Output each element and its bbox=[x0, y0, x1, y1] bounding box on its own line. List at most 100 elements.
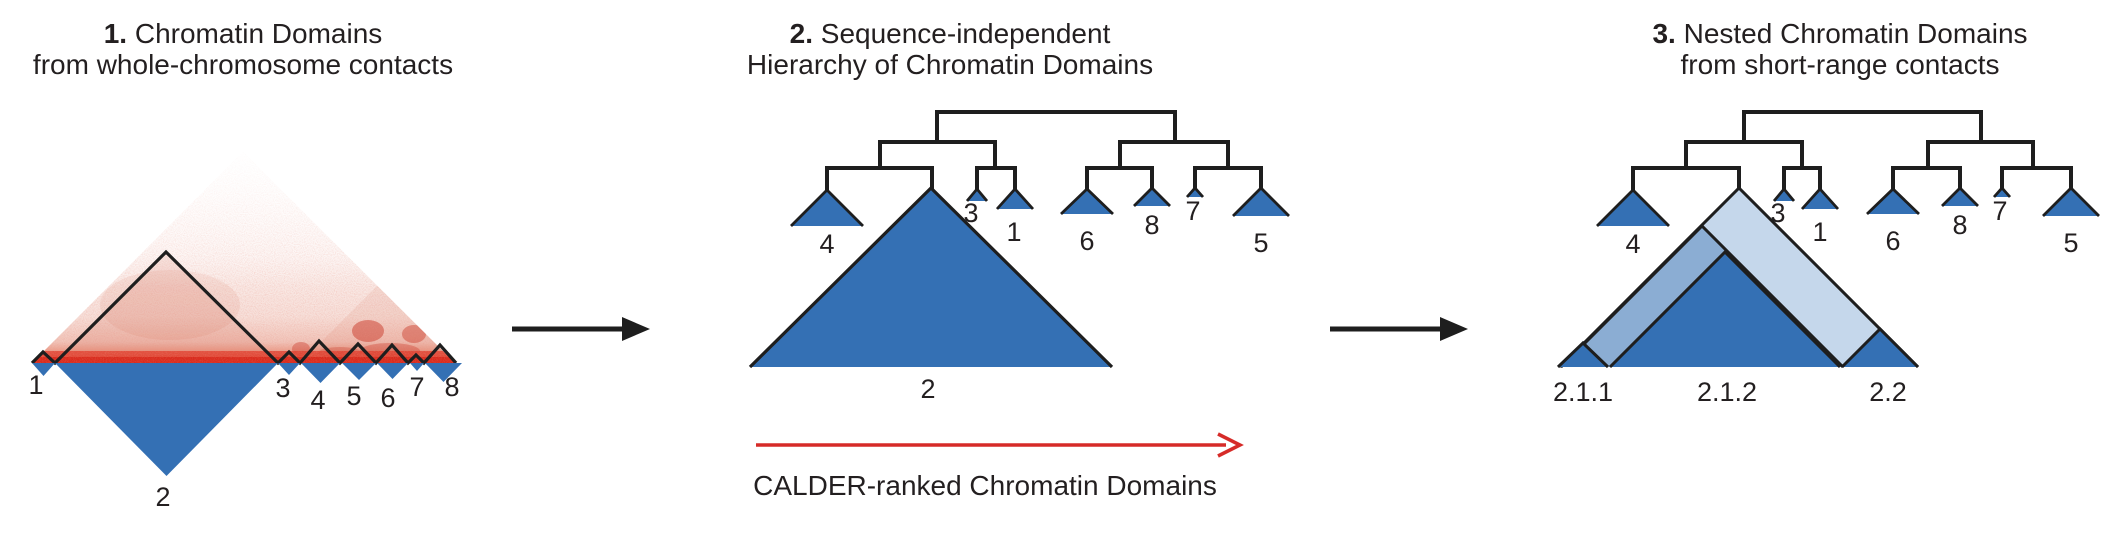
leaf-label-3: 3 bbox=[963, 198, 978, 228]
leaf-triangle-5 bbox=[2043, 188, 2099, 216]
leaf-label-8: 8 bbox=[1952, 210, 1967, 240]
dendrogram-link bbox=[878, 140, 997, 168]
panel1-title-line2: from whole-chromosome contacts bbox=[32, 49, 454, 80]
domain-label-3: 3 bbox=[275, 373, 290, 403]
flow-arrow-2 bbox=[1330, 317, 1468, 341]
leaf-label-5: 5 bbox=[1253, 228, 1268, 258]
leaf-triangle-outline-7 bbox=[1992, 185, 2012, 198]
leaf-triangle-2 bbox=[750, 188, 1112, 367]
leaf-triangle-7 bbox=[1994, 188, 2010, 197]
calder-ranked-label: CALDER-ranked Chromatin Domains bbox=[753, 470, 1217, 501]
dendrogram-link bbox=[825, 166, 934, 192]
leaf-triangle-5 bbox=[1233, 188, 1289, 216]
leaf-triangle-3 bbox=[967, 189, 987, 201]
leaf-label-1: 1 bbox=[1006, 217, 1021, 247]
domain-triangle-4 bbox=[301, 363, 340, 383]
nested-domain-2.1.2 bbox=[1610, 252, 1840, 367]
panel2-title-number: 2. bbox=[789, 18, 813, 49]
leaf-triangle-4 bbox=[1597, 190, 1669, 226]
panel2-title-line1: 2. Sequence-independent bbox=[789, 18, 1111, 49]
leaf-triangle-outline-1 bbox=[995, 186, 1035, 210]
nested-domain-2.2 bbox=[1842, 329, 1918, 367]
nested-domain-label-2.1.2: 2.1.2 bbox=[1697, 377, 1757, 407]
domain-triangle-3 bbox=[278, 363, 300, 375]
domain-triangle-8 bbox=[425, 363, 462, 382]
leaf-triangle-outline-6 bbox=[1060, 187, 1114, 216]
leaf-triangle-outline-4 bbox=[790, 188, 864, 227]
leaf-triangle-outline-4 bbox=[1596, 188, 1670, 227]
leaf-triangle-outline-8 bbox=[1941, 186, 1979, 207]
dendrogram-link bbox=[2000, 166, 2073, 190]
leaf-triangle-outline-3 bbox=[965, 186, 989, 202]
domain-label-7: 7 bbox=[409, 372, 424, 402]
dendrogram-link bbox=[1193, 166, 1263, 190]
leaf-label-7: 7 bbox=[1185, 196, 1200, 226]
nested-domain-outline-2.1.2 bbox=[1608, 249, 1842, 369]
arrow-head bbox=[622, 317, 650, 341]
leaf-label-3: 3 bbox=[1770, 198, 1785, 228]
leaf-triangle-outline-7 bbox=[1185, 185, 1205, 198]
panel2-title-line2: Hierarchy of Chromatin Domains bbox=[746, 49, 1154, 80]
leaf-triangle-outline-6 bbox=[1866, 187, 1920, 216]
panel1-title-line1: 1. Chromatin Domains bbox=[103, 18, 383, 49]
panel3-title-line1: 3. Nested Chromatin Domains bbox=[1652, 18, 2028, 49]
nested-domain-2.1.1 bbox=[1558, 343, 1608, 367]
nested-domain-label-2.2: 2.2 bbox=[1869, 377, 1907, 407]
panel2-title: 2. Sequence-independent Hierarchy of Chr… bbox=[747, 18, 1153, 80]
calder-arrow bbox=[756, 432, 1244, 458]
nested-domain-outline-2.2 bbox=[1840, 326, 1920, 369]
domain-label-8: 8 bbox=[444, 372, 459, 402]
nested-domain-outline-2.1.1 bbox=[1556, 340, 1610, 369]
dendrogram-link bbox=[1742, 110, 1983, 142]
panel3-title: 3. Nested Chromatin Domains from short-r… bbox=[1652, 18, 2027, 80]
leaf-label-6: 6 bbox=[1079, 226, 1094, 256]
leaf-triangle-outline-8 bbox=[1133, 186, 1171, 207]
panel1-title-number: 1. bbox=[103, 18, 128, 49]
heatmap-top-fade bbox=[32, 152, 455, 287]
domain-label-2: 2 bbox=[155, 482, 170, 512]
leaf-triangle-7 bbox=[1187, 188, 1203, 197]
leaf-label-1: 1 bbox=[1812, 217, 1827, 247]
domain-label-4: 4 bbox=[310, 385, 325, 415]
leaf-triangle-3 bbox=[1774, 189, 1794, 201]
domain-label-5: 5 bbox=[346, 381, 361, 411]
panel3-title-line2: from short-range contacts bbox=[1680, 49, 2000, 80]
leaf-triangle-6 bbox=[1061, 189, 1113, 214]
dendrogram-link bbox=[1085, 166, 1154, 191]
leaf-triangle-outline-5 bbox=[2042, 186, 2100, 217]
leaf-label-2: 2 bbox=[920, 374, 935, 404]
dendrogram-link bbox=[1118, 140, 1230, 168]
leaf-triangle-outline-5 bbox=[1232, 186, 1290, 217]
leaf-triangle-4 bbox=[791, 190, 863, 226]
domain-triangle-7 bbox=[410, 363, 424, 371]
leaf-triangle-1 bbox=[997, 189, 1033, 209]
leaf-label-5: 5 bbox=[2063, 228, 2078, 258]
leaf-label-8: 8 bbox=[1144, 210, 1159, 240]
flow-arrow-1 bbox=[512, 317, 650, 341]
leaf-triangle-8 bbox=[1942, 188, 1978, 206]
leaf-triangle-1 bbox=[1802, 189, 1838, 209]
leaf-triangle-8 bbox=[1134, 188, 1170, 206]
leaf-label-6: 6 bbox=[1885, 226, 1900, 256]
domain-triangle-6 bbox=[377, 363, 408, 379]
panel1-title: 1. Chromatin Domains from whole-chromoso… bbox=[33, 18, 453, 80]
dendrogram-link bbox=[1926, 140, 2035, 168]
leaf-triangle-outline-3 bbox=[1772, 186, 1796, 202]
domain-label-1: 1 bbox=[28, 370, 43, 400]
domain-label-6: 6 bbox=[380, 383, 395, 413]
leaf-label-4: 4 bbox=[819, 229, 834, 259]
nested-domain-outline-2.1 bbox=[1559, 223, 1845, 369]
leaf-triangle-outline-1 bbox=[1800, 186, 1840, 210]
leaf-label-7: 7 bbox=[1992, 196, 2007, 226]
dendrogram-link bbox=[1631, 166, 1741, 192]
dendrogram-link bbox=[1684, 140, 1804, 168]
domain-triangle-2 bbox=[55, 363, 278, 476]
hic-heatmap bbox=[32, 152, 455, 363]
leaf-label-4: 4 bbox=[1625, 229, 1640, 259]
arrow-head bbox=[1440, 317, 1468, 341]
